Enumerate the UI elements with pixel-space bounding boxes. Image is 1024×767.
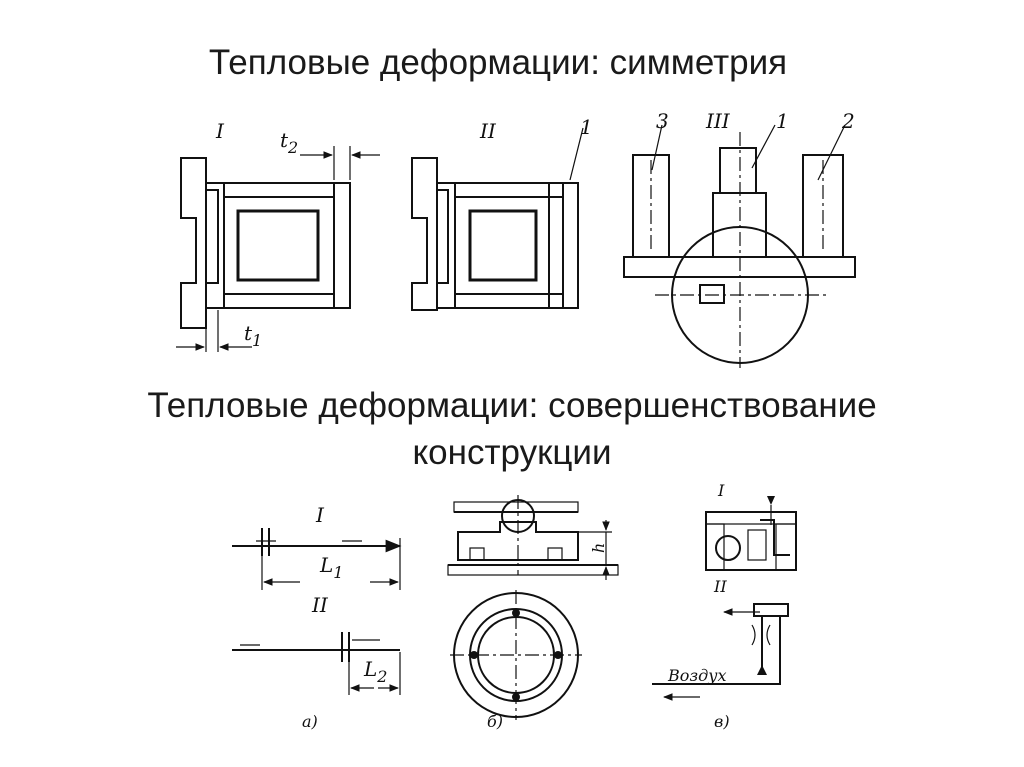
frame-I-right-wall [333,182,351,309]
carriage [457,521,579,561]
shaft-scheme-a: I L1 II L2 а) [232,503,402,731]
frame-II-bottom-wall [454,293,564,309]
callout-1-leader [569,127,584,181]
scheme-c-variant-I-label: I [717,481,725,500]
frame-II-cavity [454,196,550,295]
frame-II-window [468,209,538,282]
bearing-ball [715,535,741,561]
callout-1b-label: 1 [776,109,789,133]
spindle-variant-III-label: III [705,109,731,133]
dim-t1-label: t1 [244,321,262,350]
spindle-head [719,147,757,194]
column-2 [802,154,844,258]
slide-title-symmetry: Тепловые деформации: симметрия [208,43,788,82]
spindle-variant-III: 3 III 1 2 [623,109,856,368]
frame-I-top-wall [223,182,335,198]
subfigure-a-label: а) [302,712,318,731]
slide-title-improvement-line2: конструкции [412,433,612,472]
dim-h-label: h [589,543,608,553]
slide-title-improvement: Тепловые деформации: совершенствование к… [0,382,1024,476]
dim-L1-label: L1 [319,553,343,582]
scheme-a-variant-II-label: II [311,593,329,617]
frame-II-top-wall [454,182,564,198]
frame-II-right-wall [548,182,564,309]
frame-I-cavity [223,196,335,295]
scheme-a-variant-I-label: I [315,503,325,527]
column-3 [632,154,670,258]
air-label: Воздух [667,666,727,685]
dim-t2-label: t2 [280,128,298,157]
housing-left [705,523,725,571]
frame-I-left-wall [205,182,225,309]
upper-guide [453,501,579,513]
dim-L2-label: L2 [363,657,387,686]
sleeve [747,529,767,561]
subfigure-v-label: в) [714,712,730,731]
marker-triangle [767,496,775,505]
frame-II-flange [411,157,449,311]
callout-1-label: 1 [580,115,593,139]
nozzle-head [753,603,789,617]
ball-top [512,609,520,617]
frame-II-insulation [562,182,579,309]
frame-variant-II: II 1 [411,115,593,311]
frame-I-bottom-wall [223,293,335,309]
callout-2-label: 2 [841,109,855,133]
subfigure-b-label: б) [487,712,503,731]
scheme-c-variant-II-label: II [713,577,727,596]
frame-II-label: II [479,119,497,143]
frame-I-label: I [215,119,225,143]
frame-II-left-wall [436,182,456,309]
slide-title-improvement-line1: Тепловые деформации: совершенствование [147,386,877,425]
frame-variant-I: I t2 t1 [176,119,380,352]
callout-3-label: 3 [656,109,669,133]
frame-I-window [236,209,320,282]
housing-right [775,523,797,571]
air-cooling-scheme-c: I II Воздух в) [652,481,797,731]
bearing-scheme-b: h б) [447,495,619,731]
key-block [699,284,725,304]
ball-left [470,651,478,659]
base-guide [447,564,619,576]
housing-top [705,511,797,525]
